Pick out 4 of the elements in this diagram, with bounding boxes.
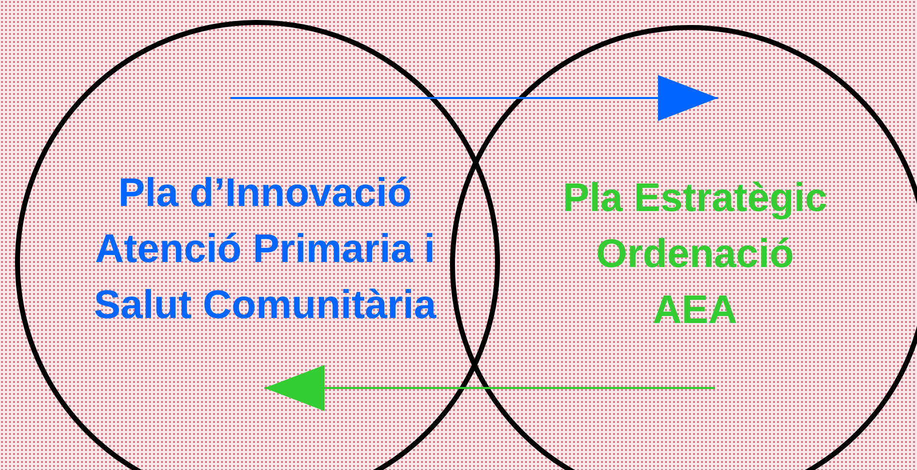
arrow	[230, 75, 718, 121]
arrow	[264, 365, 715, 411]
circle-label: Pla Estratègic Ordenació AEA	[562, 175, 828, 334]
circle-label: Pla d’Innovació Atenció Primaria i Salut Comunitària	[92, 170, 438, 329]
